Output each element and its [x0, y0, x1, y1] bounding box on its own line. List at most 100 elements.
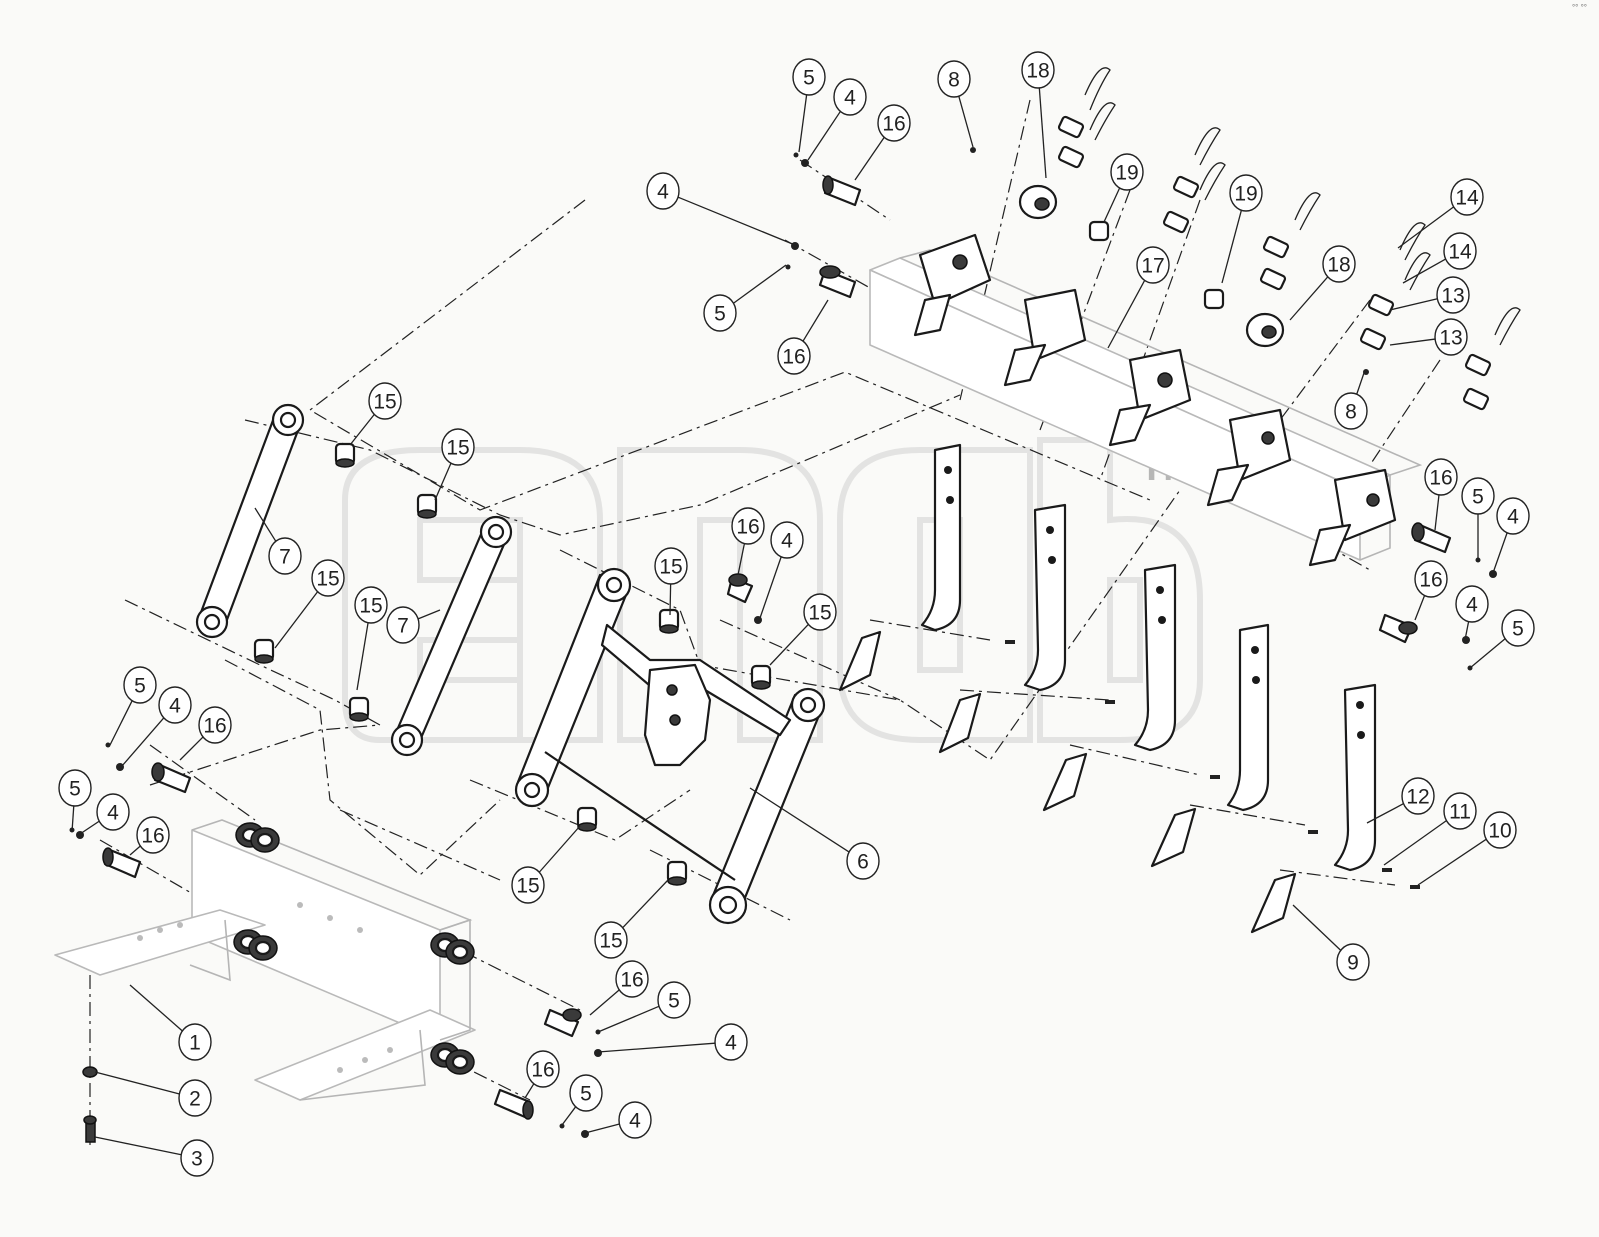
callout-leader [94, 1071, 180, 1095]
callout-c4d: 4 [1492, 497, 1530, 574]
callout-c3: 3 [94, 1136, 214, 1177]
callout-leader [121, 716, 165, 767]
callout-leader [356, 620, 370, 691]
callout-c6: 6 [749, 787, 880, 880]
callout-circle [386, 606, 420, 644]
callout-leader [1414, 593, 1426, 621]
callout-leader [417, 609, 441, 620]
callout-c10: 10 [1417, 811, 1517, 886]
callout-leader [749, 787, 850, 853]
assembly-guide-lines [89, 99, 1441, 1145]
callout-number: 6 [857, 851, 869, 874]
callout-c4g: 4 [79, 793, 130, 835]
callout-c4e: 4 [1455, 585, 1489, 641]
callout-circle [1450, 178, 1484, 216]
callout-circle [311, 559, 345, 597]
callout-c5e: 5 [109, 666, 157, 746]
frame-bolt-stack [82, 1066, 98, 1143]
callout-circle [58, 769, 92, 807]
callout-c18b: 18 [1289, 245, 1356, 321]
callout-circle [354, 586, 388, 624]
callout-number: 15 [516, 875, 539, 898]
callout-c1: 1 [129, 984, 212, 1061]
callout-c15g: 15 [511, 825, 581, 904]
callout-c17: 17 [1107, 246, 1170, 349]
callout-number: 15 [808, 602, 831, 625]
callout-circle [846, 842, 880, 880]
callout-circle [1414, 560, 1448, 598]
callout-number: 5 [1472, 486, 1484, 509]
callout-circle [714, 1023, 748, 1061]
callout-circle [1229, 174, 1263, 212]
callout-c12: 12 [1366, 777, 1435, 824]
callout-leader [129, 845, 142, 856]
callout-number: 19 [1115, 162, 1138, 185]
callout-circle [569, 1074, 603, 1112]
callout-leader [71, 803, 75, 833]
callout-c7a: 7 [254, 507, 302, 575]
callout-circle [1401, 777, 1435, 815]
callout-leader [524, 1082, 536, 1099]
lock-pins-and-clips [1057, 67, 1521, 411]
callout-leader [759, 554, 783, 619]
callout-leader [732, 264, 787, 305]
callout-leader [737, 541, 746, 576]
callout-leader [801, 299, 829, 343]
callout-circle [1136, 246, 1170, 284]
callout-leader [1434, 492, 1440, 531]
callout-number: 18 [1327, 254, 1350, 277]
callout-c5b: 5 [703, 264, 787, 332]
callout-number: 4 [629, 1110, 641, 1133]
callout-number: 12 [1406, 786, 1429, 809]
callout-circle [1322, 245, 1356, 283]
callout-number: 7 [397, 615, 409, 638]
callout-circle [877, 104, 911, 142]
callout-number: 2 [189, 1088, 201, 1111]
callout-c18a: 18 [1021, 51, 1055, 179]
callout-circle [1110, 153, 1144, 191]
callout-c16f: 16 [179, 706, 232, 761]
callout-c13a: 13 [1389, 276, 1470, 314]
callout-number: 13 [1441, 285, 1464, 308]
callout-c14b: 14 [1402, 232, 1477, 284]
callout-number: 8 [948, 69, 960, 92]
callout-circle [1334, 392, 1368, 430]
callout-c4c: 4 [759, 521, 804, 619]
callout-leader [1492, 530, 1509, 574]
callout-number: 4 [107, 802, 119, 825]
callout-circle [657, 981, 691, 1019]
callout-circle [594, 921, 628, 959]
callout-c15c: 15 [274, 559, 345, 649]
callout-circle [1461, 477, 1495, 515]
callout-leader [179, 735, 205, 761]
callout-c8a: 8 [937, 60, 974, 148]
callout-number: 16 [203, 715, 226, 738]
upper-links [195, 403, 513, 757]
callout-c9: 9 [1292, 904, 1370, 981]
callout-leader [1397, 205, 1455, 249]
callout-c19b: 19 [1221, 174, 1263, 284]
callout-circle [511, 866, 545, 904]
callout-number: 4 [781, 530, 793, 553]
callout-circle [731, 507, 765, 545]
callout-leader [669, 581, 672, 616]
callout-number: 15 [316, 568, 339, 591]
callout-c15f: 15 [769, 593, 837, 666]
callout-circle [937, 60, 971, 98]
callout-leader [129, 984, 184, 1032]
callout-number: 7 [279, 546, 291, 569]
callout-number: 15 [446, 437, 469, 460]
callout-circle [1436, 276, 1470, 314]
callout-number: 17 [1141, 255, 1164, 278]
callout-c13b: 13 [1389, 318, 1468, 356]
callout-leader [1366, 802, 1405, 824]
callout-number: 4 [169, 695, 181, 718]
callout-circle [1483, 811, 1517, 849]
callout-c16d: 16 [1424, 458, 1458, 531]
callout-c5c: 5 [1461, 477, 1495, 558]
callout-leader [621, 879, 669, 929]
callout-c19a: 19 [1103, 153, 1144, 223]
callout-c5g: 5 [597, 981, 691, 1033]
callout-leader [109, 699, 134, 746]
